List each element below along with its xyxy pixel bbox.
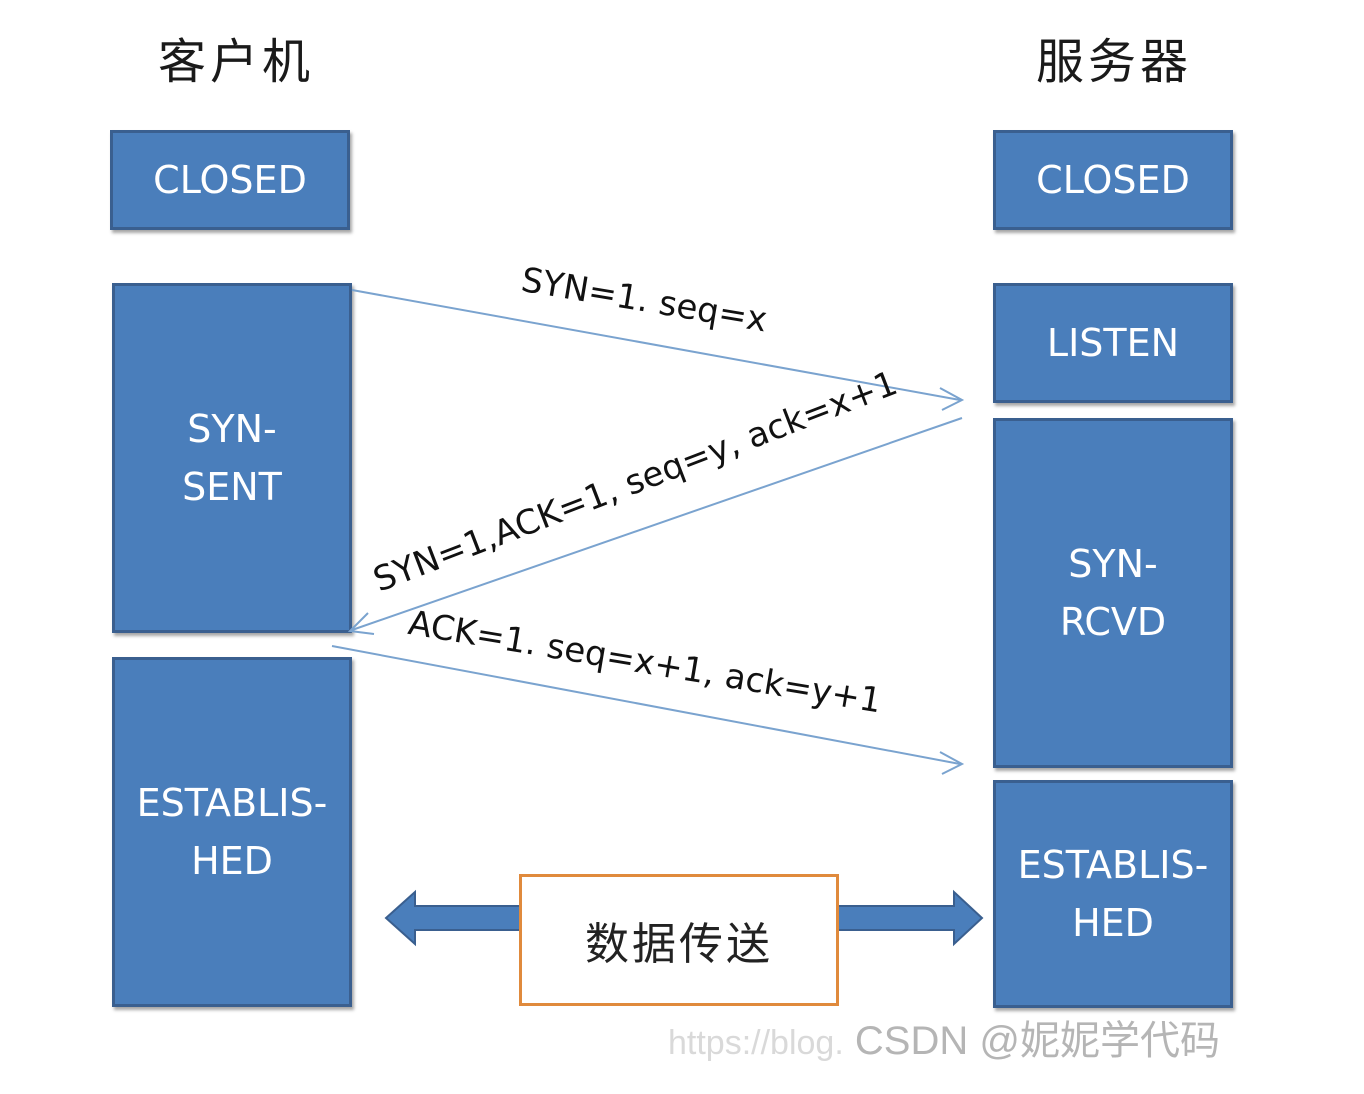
watermark: https://blog. CSDN @妮妮学代码: [668, 1008, 1220, 1066]
server-closed-state: CLOSED: [993, 130, 1233, 230]
watermark-text: CSDN @妮妮学代码: [854, 1019, 1220, 1063]
client-syn-sent-label-line1: SYN-: [187, 407, 277, 451]
server-closed-label: CLOSED: [1036, 158, 1190, 202]
server-established-label-line1: ESTABLIS-: [1017, 843, 1209, 887]
client-header: 客户机: [158, 34, 315, 90]
msg3-arrow-head: [939, 751, 965, 775]
client-closed-label: CLOSED: [153, 158, 307, 202]
server-syn-rcvd-state: SYN- RCVD: [993, 418, 1233, 768]
client-syn-sent-label-line2: SENT: [182, 465, 282, 509]
server-listen-label: LISTEN: [1046, 321, 1180, 365]
server-header: 服务器: [1036, 34, 1193, 90]
server-established-state: ESTABLIS- HED: [993, 780, 1233, 1008]
data-transfer-box: 数据传送: [519, 874, 839, 1006]
server-listen-state: LISTEN: [993, 283, 1233, 403]
client-syn-sent-state: SYN- SENT: [112, 283, 352, 633]
msg2-arrow-head: [347, 612, 375, 635]
server-syn-rcvd-label-line2: RCVD: [1059, 600, 1167, 644]
msg3-arrow-line: [331, 645, 961, 765]
msg2-arrow-line: [351, 417, 963, 631]
watermark-url: https://blog.: [668, 1024, 844, 1062]
server-syn-rcvd-label-line1: SYN-: [1068, 542, 1158, 586]
data-right-block-arrow: [835, 889, 984, 947]
client-closed-state: CLOSED: [110, 130, 350, 230]
data-left-block-arrow: [384, 889, 539, 947]
client-established-state: ESTABLIS- HED: [112, 657, 352, 1007]
msg1-arrow-head: [939, 387, 965, 411]
client-established-label-line2: HED: [191, 839, 273, 883]
data-transfer-label: 数据传送: [585, 919, 773, 970]
msg1-arrow-line: [351, 289, 961, 401]
client-established-label-line1: ESTABLIS-: [136, 781, 328, 825]
server-established-label-line2: HED: [1072, 901, 1154, 945]
